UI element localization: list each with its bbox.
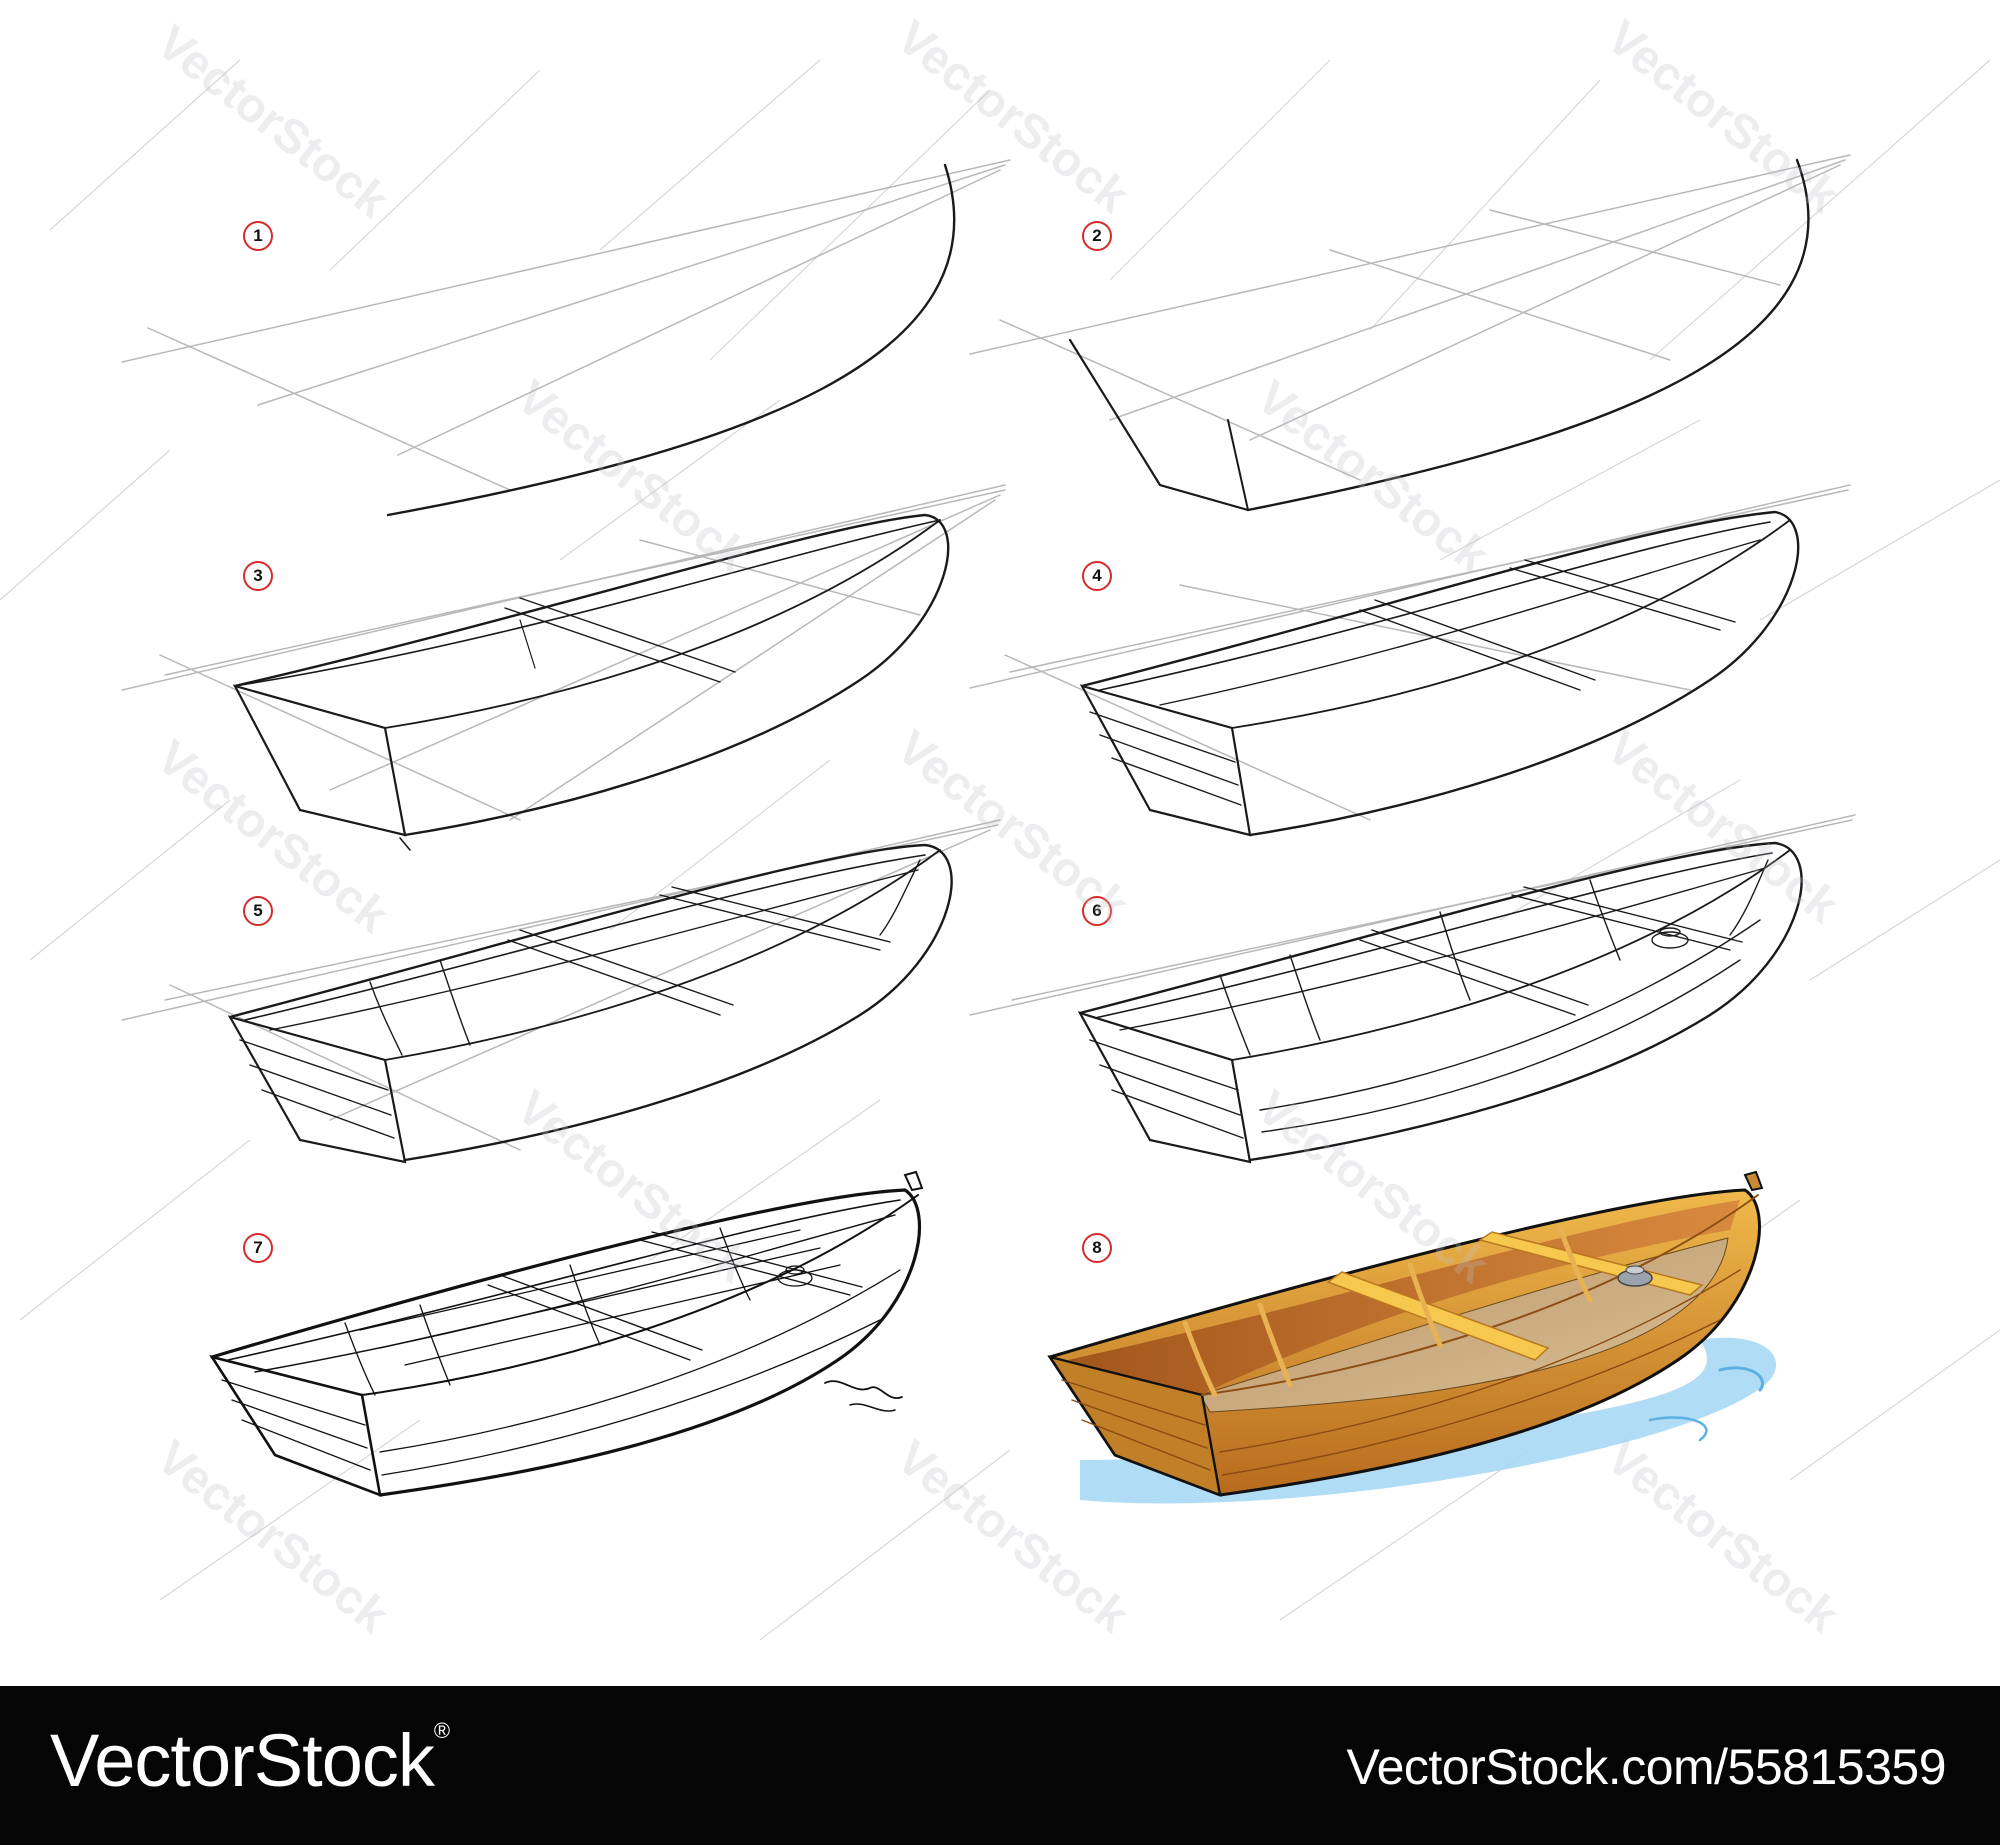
footer-bar: VectorStock® VectorStock.com/55815359 (0, 1686, 2000, 1845)
step-badge-6: 6 (1082, 896, 1112, 926)
step-badge-8: 8 (1082, 1233, 1112, 1263)
step-badge-3: 3 (243, 561, 273, 591)
step-badge-2: 2 (1082, 221, 1112, 251)
step-3-sketch (121, 484, 1006, 851)
step-4-sketch (969, 484, 1851, 837)
step-badge-7: 7 (243, 1233, 273, 1263)
step-8-colored (1047, 1170, 1777, 1504)
step-badge-5: 5 (243, 896, 273, 926)
drawing-canvas (0, 59, 2000, 1641)
footer-brand: VectorStock® (50, 1718, 450, 1802)
step-7-lineart (209, 1170, 924, 1498)
step-badge-4: 4 (1082, 561, 1112, 591)
step-badge-1: 1 (243, 221, 273, 251)
step-1-sketch (121, 159, 1011, 517)
step-2-sketch (969, 154, 1851, 512)
step-5-sketch (121, 819, 1001, 1164)
step-6-sketch (969, 814, 1856, 1164)
footer-image-code: VectorStock.com/55815359 (1346, 1739, 1947, 1795)
